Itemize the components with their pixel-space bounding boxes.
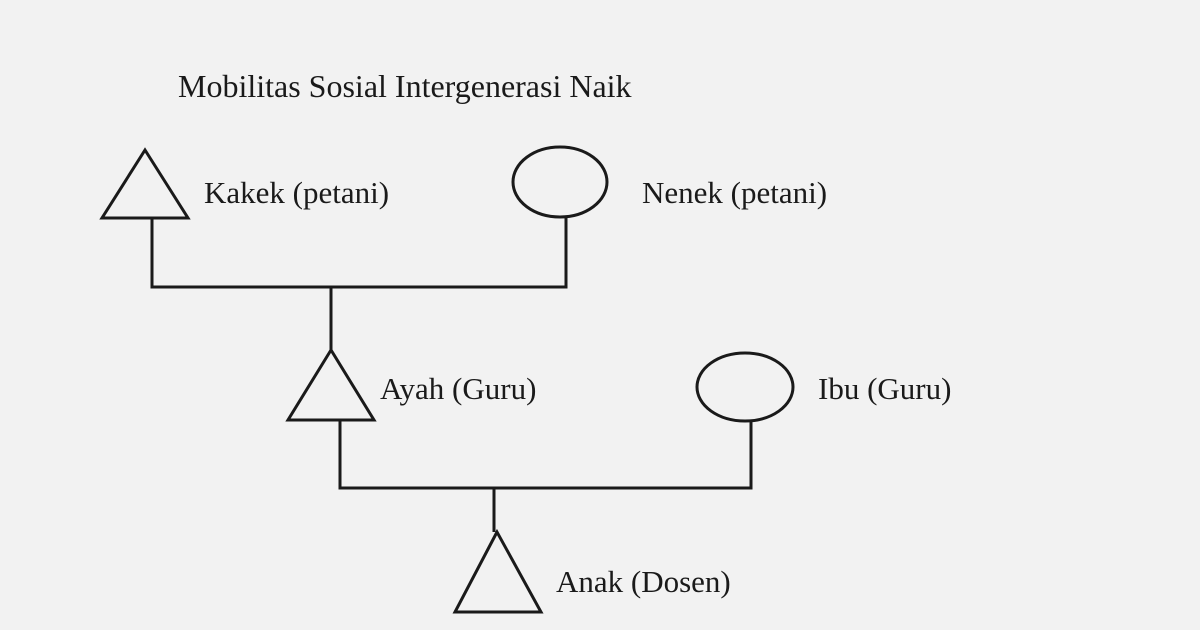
- diagram-title: Mobilitas Sosial Intergenerasi Naik: [178, 68, 632, 104]
- anak-label: Anak (Dosen): [556, 564, 731, 599]
- ayah-label: Ayah (Guru): [380, 371, 537, 406]
- nenek-circle-symbol: [511, 145, 609, 219]
- nenek-label: Nenek (petani): [642, 175, 828, 210]
- ibu-label: Ibu (Guru): [818, 371, 952, 406]
- kakek-label: Kakek (petani): [204, 175, 390, 210]
- ibu-circle-symbol: [695, 351, 795, 423]
- ayah-triangle-symbol: [285, 347, 377, 422]
- kakek-triangle-symbol: [99, 147, 191, 220]
- anak-triangle-symbol: [452, 528, 544, 614]
- kakek-nenek-marriage-line: [150, 217, 568, 289]
- ayah-ibu-marriage-line: [338, 420, 753, 490]
